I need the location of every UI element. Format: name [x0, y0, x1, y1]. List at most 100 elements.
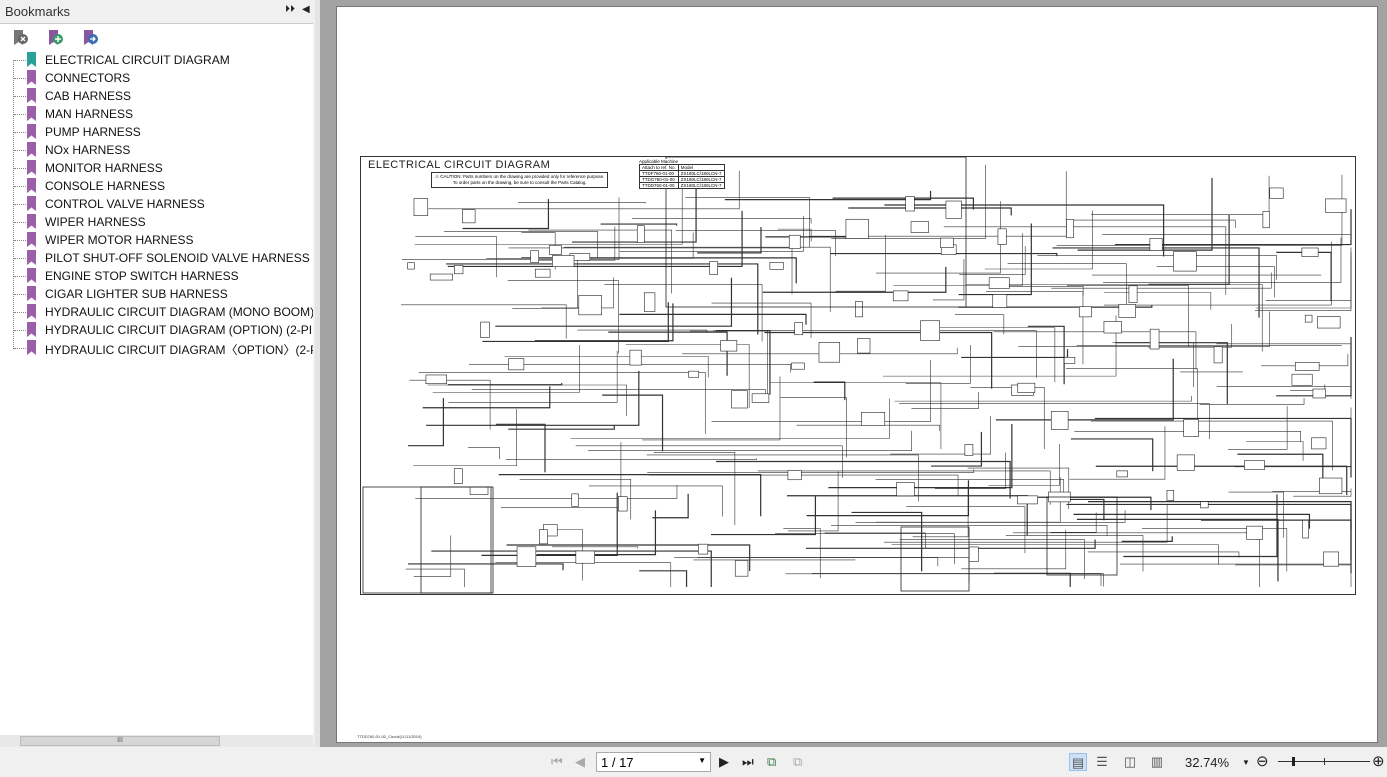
bookmark-item[interactable]: PUMP HARNESS [0, 123, 313, 141]
previous-page-button[interactable]: ◀ [575, 754, 585, 769]
bookmark-item[interactable]: MONITOR HARNESS [0, 159, 313, 177]
page-footer: TTDD760-01-00_Circuit(11/11/2019) [357, 734, 422, 739]
zoom-slider-thumb[interactable] [1291, 757, 1295, 766]
panel-splitter[interactable] [315, 0, 320, 747]
wire-mark [968, 546, 979, 562]
bookmark-item[interactable]: ELECTRICAL CIRCUIT DIAGRAM [0, 51, 313, 69]
bookmark-icon [27, 322, 36, 337]
wire-mark [893, 233, 1023, 286]
cell: TTDF760-01-00 [639, 170, 679, 177]
wire-mark [954, 314, 1005, 335]
wire-mark [1005, 535, 1144, 572]
wire-mark [689, 330, 768, 395]
wire-mark [1234, 407, 1352, 468]
zoom-in-icon[interactable]: ⊕ [1372, 753, 1385, 770]
bookmark-item[interactable]: PILOT SHUT-OFF SOLENOID VALVE HARNESS [0, 249, 313, 267]
collapse-panel-icon[interactable]: ◀ [302, 4, 310, 15]
wire-mark [1149, 238, 1163, 251]
wire-mark [769, 262, 784, 270]
bookmark-item[interactable]: HYDRAULIC CIRCUIT DIAGRAM (MONO BOOM) [0, 303, 313, 321]
zoom-dropdown-icon[interactable]: ▼ [1242, 758, 1250, 767]
next-view-icon[interactable]: ⧉ [793, 754, 803, 769]
wire-mark [777, 228, 812, 242]
wire-mark [1311, 437, 1327, 450]
wire-mark [517, 202, 646, 204]
chevron-down-icon[interactable]: ▼ [698, 756, 706, 765]
tree-connector [14, 312, 26, 313]
zoom-out-icon[interactable]: ⊖ [1256, 753, 1269, 770]
wire-mark [831, 525, 1108, 537]
bookmark-item[interactable]: ENGINE STOP SWITCH HARNESS [0, 267, 313, 285]
bookmark-item[interactable]: WIPER MOTOR HARNESS [0, 231, 313, 249]
bookmark-icon [27, 286, 36, 301]
first-page-button[interactable]: ⏮ [551, 754, 563, 769]
bookmark-item[interactable]: WIPER HARNESS [0, 213, 313, 231]
wire-mark [1078, 306, 1092, 318]
single-page-view-button[interactable]: ▤ [1069, 753, 1087, 771]
cell: ZX180LC/180LCN-7 [677, 176, 725, 183]
page-number: 1 / 17 [601, 755, 634, 770]
page-number-input[interactable]: 1 / 17 ▼ [596, 752, 711, 772]
applicable-heading: Applicable Machine [639, 159, 679, 164]
zoom-slider[interactable] [1278, 757, 1370, 766]
wire-mark [861, 412, 886, 426]
bookmark-item[interactable]: CIGAR LIGHTER SUB HARNESS [0, 285, 313, 303]
bookmark-icon [27, 52, 36, 67]
wire-mark [608, 331, 728, 376]
bookmark-item[interactable]: NOx HARNESS [0, 141, 313, 159]
delete-bookmark-icon[interactable] [13, 29, 29, 47]
wire-mark [1301, 247, 1319, 257]
wire-mark [806, 480, 970, 517]
wire-mark [407, 398, 444, 447]
tree-connector [14, 330, 26, 331]
wire-mark [504, 355, 709, 378]
bookmark-item[interactable]: CONNECTORS [0, 69, 313, 87]
wire-mark [905, 344, 971, 384]
wire-mark [1216, 380, 1352, 387]
wire-mark [426, 370, 640, 426]
wire-mark [414, 172, 683, 245]
go-to-bookmark-icon[interactable] [83, 29, 99, 47]
next-page-button[interactable]: ▶ [719, 754, 729, 769]
wire-mark [1076, 518, 1279, 582]
bookmark-item[interactable]: HYDRAULIC CIRCUIT DIAGRAM (OPTION) (2-PI… [0, 321, 313, 339]
options-icon[interactable]: ⏵⏵ [285, 4, 295, 15]
wire-mark [832, 197, 974, 210]
continuous-view-button[interactable]: ☰ [1096, 754, 1108, 769]
wire-mark [1074, 431, 1302, 443]
wire-mark [1325, 198, 1347, 213]
wire-mark [1050, 411, 1069, 430]
bookmark-item[interactable]: CONTROL VALVE HARNESS [0, 195, 313, 213]
wire-mark [709, 261, 718, 275]
wire-mark [1166, 490, 1175, 501]
facing-view-button[interactable]: ◫ [1123, 754, 1137, 769]
wire-mark [992, 294, 1008, 308]
wire-mark [468, 363, 792, 373]
bookmark-item[interactable]: CONSOLE HARNESS [0, 177, 313, 195]
bookmark-item[interactable]: CAB HARNESS [0, 87, 313, 105]
previous-view-icon[interactable]: ⧉ [767, 754, 777, 769]
wire-mark [764, 331, 993, 389]
wire-mark [639, 570, 688, 587]
continuous-facing-view-button[interactable]: ▥ [1150, 754, 1164, 769]
tree-connector [14, 222, 26, 223]
caution-line-2: To order parts on the drawing, be sure t… [452, 180, 587, 185]
wire-mark [453, 264, 464, 275]
horizontal-scrollbar[interactable]: III [0, 735, 313, 747]
wire-mark [578, 295, 602, 316]
wire-mark [1088, 501, 1352, 531]
add-bookmark-icon[interactable] [48, 29, 64, 47]
last-page-button[interactable]: ⏭ [742, 754, 754, 769]
wire-mark [427, 384, 627, 416]
scrollbar-thumb[interactable]: III [20, 736, 220, 746]
wire-mark [674, 557, 970, 583]
wire-mark [563, 246, 831, 313]
wire-mark [447, 382, 563, 386]
zoom-level[interactable]: 32.74% [1185, 755, 1230, 770]
wire-mark [619, 313, 807, 325]
wire-mark [1068, 219, 1236, 229]
bookmark-item[interactable]: MAN HARNESS [0, 105, 313, 123]
bookmark-item[interactable]: HYDRAULIC CIRCUIT DIAGRAM〈OPTION〉(2-PIEC… [0, 339, 313, 357]
wire-mark [516, 546, 537, 567]
